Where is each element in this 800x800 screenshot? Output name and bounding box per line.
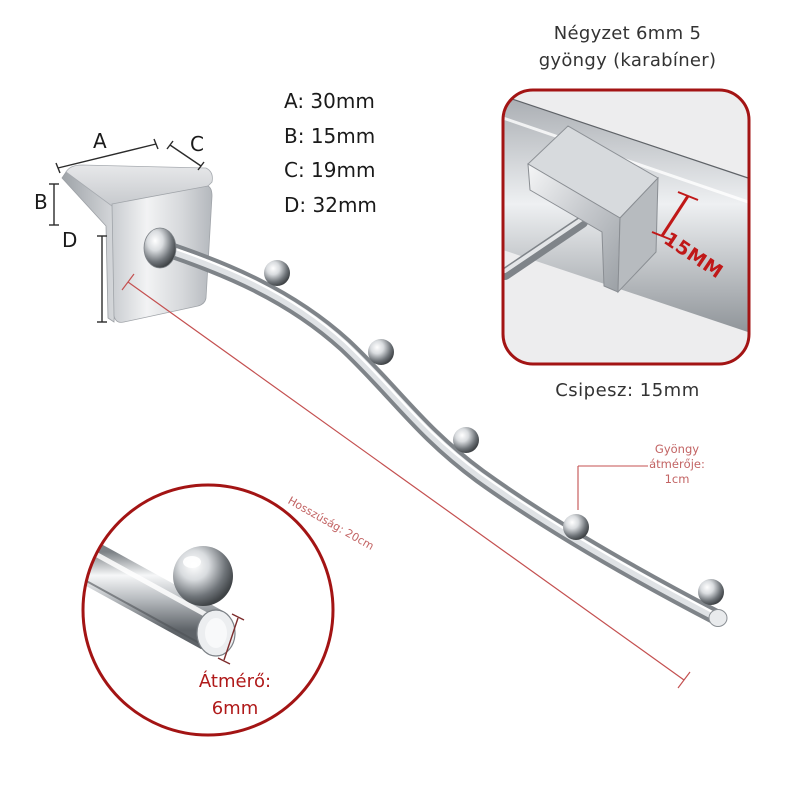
rod-washer [143,227,177,269]
bead-callout-line [577,465,648,510]
dimension-d: D: 32mm [284,192,377,217]
bead-note-line2: átmérője: [649,457,705,471]
clamp-inset-frame [501,88,751,366]
bead-diameter-note: Gyöngy átmérője: 1cm [628,442,726,487]
tube-diameter-label: Átmérő: 6mm [140,668,330,722]
bead-5 [698,579,724,605]
dimension-c: C: 19mm [284,158,376,182]
clamp-inset-title-line1: Négyzet 6mm 5 [553,23,702,44]
tube-diameter-line2: 6mm [211,698,259,719]
bead-note-line3: 1cm [664,472,690,486]
bead-3 [453,427,479,453]
rod-end-cap [708,609,728,627]
bead-2 [368,339,394,365]
clamp-inset-title: Négyzet 6mm 5 gyöngy (karabíner) [505,20,750,74]
bead-note-line1: Gyöngy [654,442,700,456]
bead-4 [563,514,589,540]
dimension-letter-a: A [93,129,107,153]
tube-inset-frame [81,483,335,737]
dimension-b: B: 15mm [284,123,376,148]
dimension-list: A: 30mm B: 15mm C: 19mm D: 32mm [284,84,377,222]
bead-1 [264,260,290,286]
clamp-caption: Csipesz: 15mm [555,380,700,401]
tube-inset [83,485,333,735]
clamp-inset [503,90,749,364]
bracket-dimension-lines [49,138,205,323]
dimension-letter-b: B [34,190,48,214]
length-dimension-line [121,273,691,689]
tube-diameter-line1: Átmérő: [198,671,272,692]
clamp-inset-title-line2: gyöngy (karabíner) [538,50,717,71]
dimension-letter-d: D [62,228,78,252]
hook-rod-highlight [154,242,722,622]
hook-rod-shine [156,241,720,617]
dimension-letter-c: C [190,132,204,156]
dimension-a: A: 30mm [284,89,375,113]
